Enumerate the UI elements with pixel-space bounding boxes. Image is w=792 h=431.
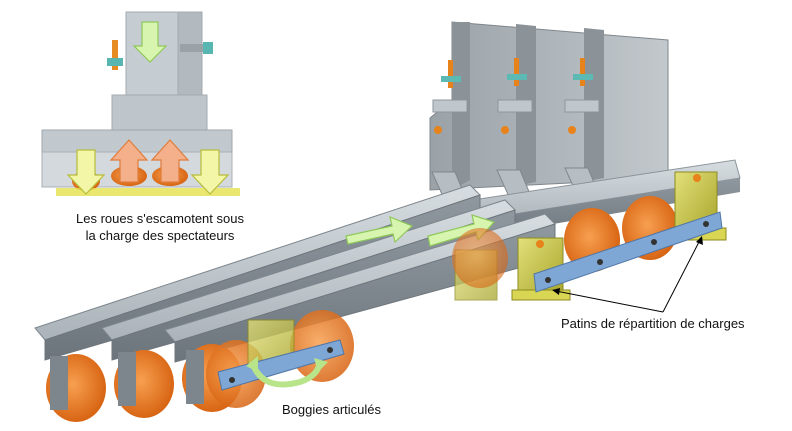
articulated-bogie <box>206 310 354 408</box>
arrow-up-icon <box>150 139 190 183</box>
load-pads <box>452 171 727 301</box>
arrow-down-icon <box>66 149 106 195</box>
pads-caption: Patins de répartition de charges <box>561 316 745 331</box>
curved-arrow-icon <box>246 356 328 388</box>
arrow-right-icon <box>345 216 414 245</box>
arrow-down-icon <box>132 21 168 63</box>
arrow-up-icon <box>109 139 149 183</box>
callout-lines <box>552 236 703 313</box>
wheels-caption-line1: Les roues s'escamotent sous <box>76 211 244 226</box>
bogies-caption: Boggies articulés <box>282 402 381 417</box>
inset-detail <box>41 11 240 196</box>
wheels-caption: Les roues s'escamotent sous la charge de… <box>40 210 280 244</box>
wheels-caption-line2: la charge des spectateurs <box>85 228 235 243</box>
arrow-down-icon <box>190 149 230 195</box>
